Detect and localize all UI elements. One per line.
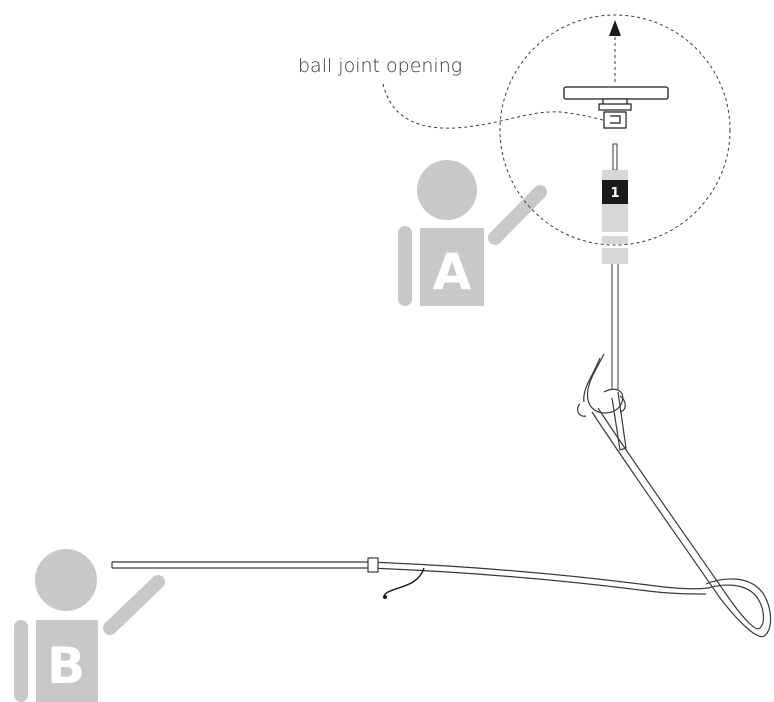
pole: 1 [602,143,628,390]
horizontal-pole [111,561,709,595]
ceiling-plate [563,86,669,100]
person-a-raised-arm [488,185,547,245]
rope [591,407,772,638]
dangling-cord [383,567,425,598]
callout-label: ball joint opening [298,55,462,77]
person-b: B [14,549,165,702]
person-a-body [420,228,484,306]
ball-joint-socket [598,98,632,129]
badge-number: 1 [610,186,619,201]
person-b-raised-arm [103,575,165,635]
person-a: A [398,160,547,306]
person-a-head [417,160,477,220]
hook-knot [576,353,627,451]
person-b-letter: B [47,637,85,695]
badge-label [602,180,628,204]
pole-clip [367,557,379,573]
cord-end [383,595,387,599]
person-b-head [35,549,97,611]
callout-leader-line [382,83,604,129]
person-a-left-arm [398,226,412,306]
person-b-left-arm [14,620,28,702]
person-b-body [36,620,98,702]
arrow-up-icon [609,20,621,82]
detail-zoom-circle [499,14,731,246]
person-a-letter: A [433,243,472,301]
